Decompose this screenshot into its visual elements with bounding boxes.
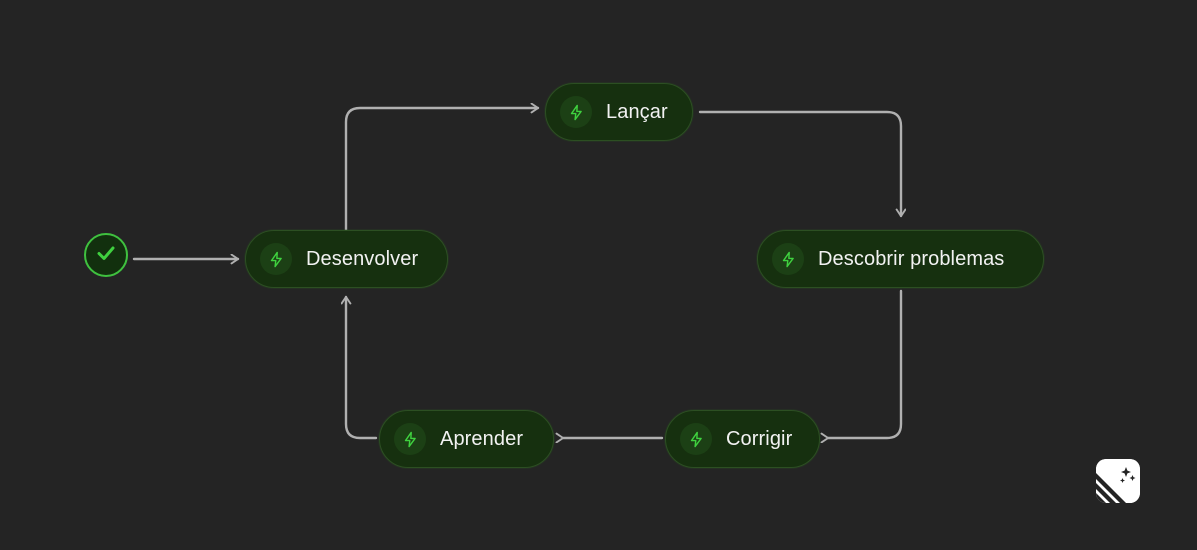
sparkle-logo-watermark: [1096, 459, 1140, 503]
edge-desenvolver-to-lancar: [344, 108, 540, 232]
lightning-bolt-icon: [560, 96, 592, 128]
edge-aprender-to-desenvolver: [346, 295, 378, 440]
check-circle-icon: [94, 241, 118, 270]
node-label: Corrigir: [726, 428, 793, 450]
node-label: Desenvolver: [306, 248, 419, 270]
edge-lancar-to-descobrir: [698, 110, 901, 218]
node-corrigir[interactable]: Corrigir: [665, 410, 820, 468]
lightning-bolt-icon: [680, 423, 712, 455]
start-node[interactable]: [84, 233, 128, 277]
lightning-bolt-icon: [772, 243, 804, 275]
node-label: Lançar: [606, 101, 668, 123]
node-label: Descobrir problemas: [818, 248, 1005, 270]
lightning-bolt-icon: [260, 243, 292, 275]
node-lancar[interactable]: Lançar: [545, 83, 693, 141]
node-label: Aprender: [440, 428, 524, 450]
sparkle-logo-glyph: [1096, 459, 1140, 503]
node-aprender[interactable]: Aprender: [379, 410, 554, 468]
node-desenvolver[interactable]: Desenvolver: [245, 230, 448, 288]
node-descobrir-problemas[interactable]: Descobrir problemas: [757, 230, 1044, 288]
edge-descobrir-to-corrigir: [828, 289, 903, 438]
lightning-bolt-icon: [394, 423, 426, 455]
